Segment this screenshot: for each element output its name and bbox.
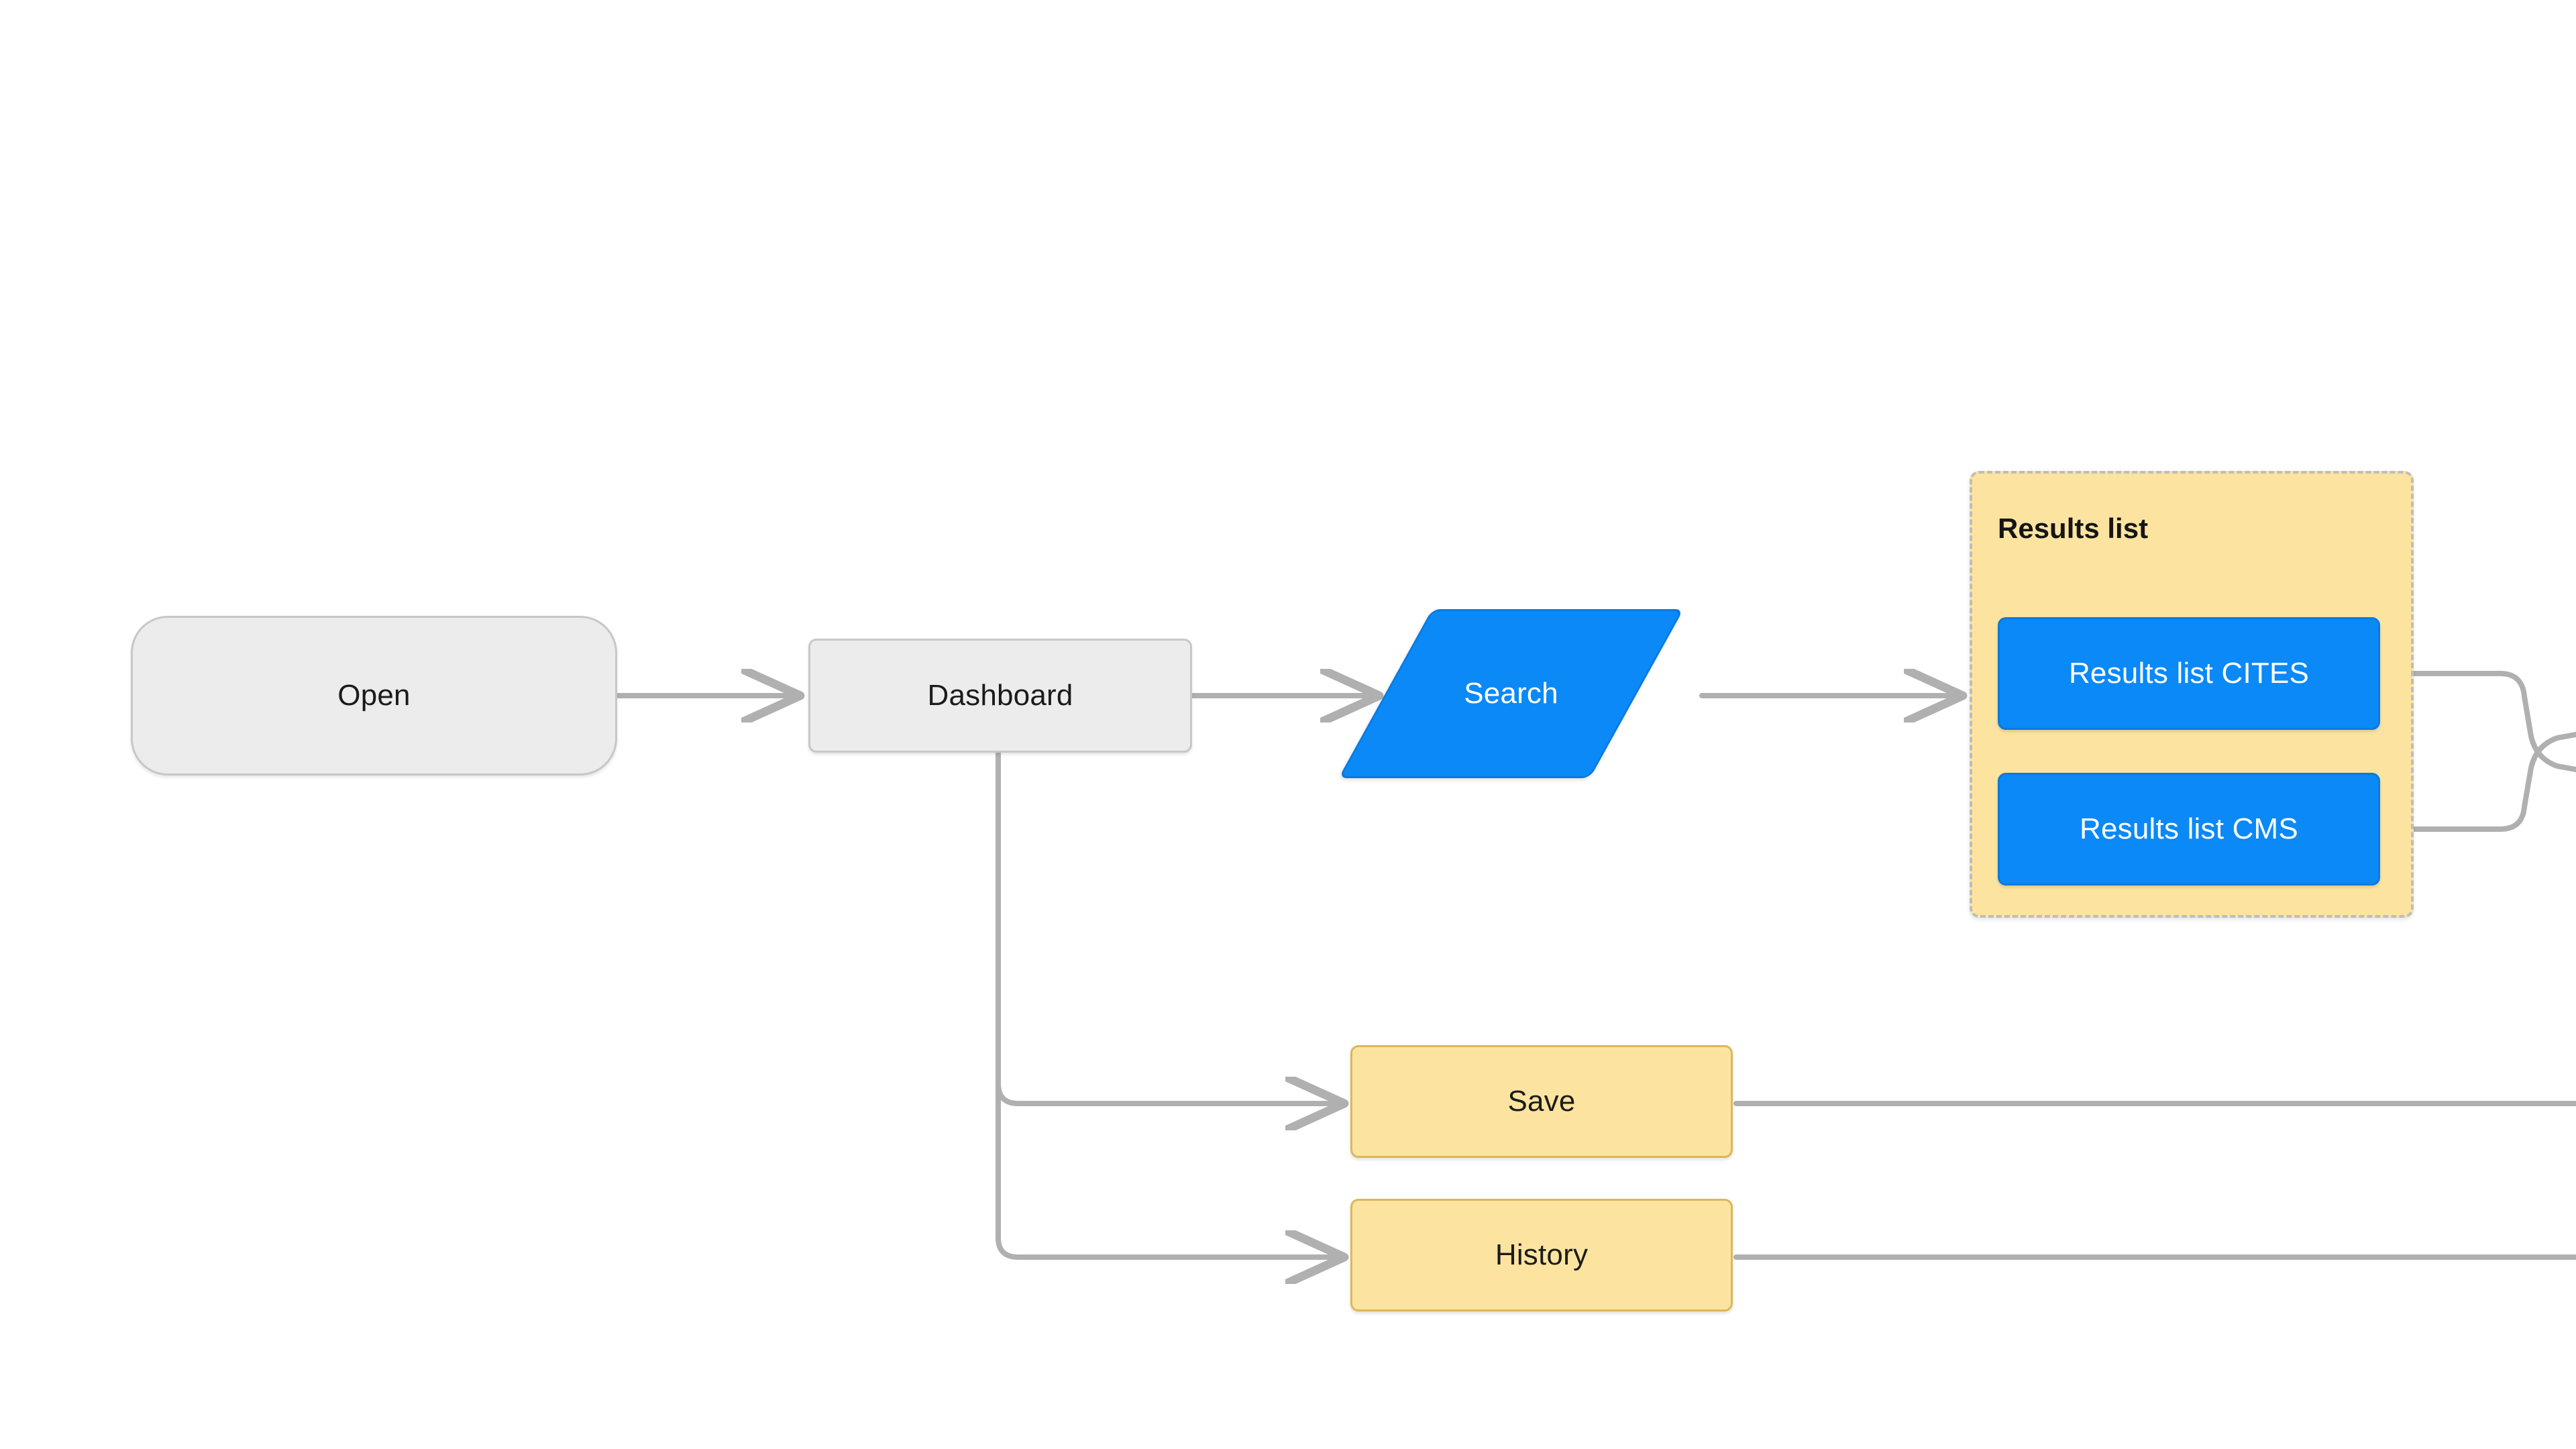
node-results-list-cites[interactable]: Results list CITES xyxy=(1998,617,2380,730)
edge-dashboard-to-save xyxy=(996,751,1339,1104)
node-open[interactable]: Open xyxy=(131,616,617,775)
edge-dashboard-to-history xyxy=(996,751,1339,1257)
node-save[interactable]: Save xyxy=(1350,1045,1733,1158)
node-history-label: History xyxy=(1495,1238,1589,1271)
node-save-label: Save xyxy=(1507,1084,1576,1118)
node-open-label: Open xyxy=(337,678,411,712)
node-dashboard-label: Dashboard xyxy=(927,678,1073,712)
subgraph-results-list-title: Results list xyxy=(1998,513,2149,544)
node-search[interactable]: Search xyxy=(1338,609,1684,778)
node-dashboard[interactable]: Dashboard xyxy=(808,639,1192,753)
node-results-list-cms[interactable]: Results list CMS xyxy=(1998,773,2380,885)
node-results-list-cms-label: Results list CMS xyxy=(2080,812,2298,845)
node-search-label: Search xyxy=(1464,676,1558,710)
node-results-list-cites-label: Results list CITES xyxy=(2068,656,2310,690)
node-history[interactable]: History xyxy=(1350,1199,1733,1311)
